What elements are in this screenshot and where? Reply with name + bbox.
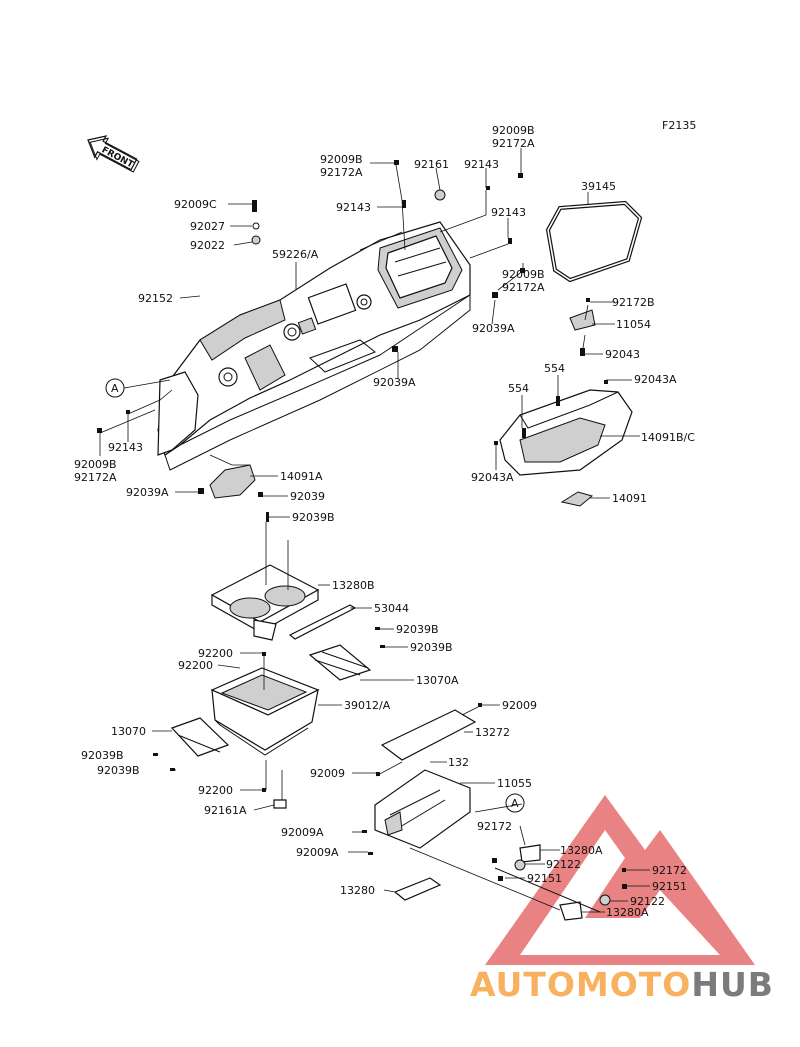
hinge-13280A [494, 844, 611, 921]
label-14091: 14091 [612, 492, 647, 505]
label-92039B-top: 92039B [292, 511, 335, 524]
label-92122-left: 92122 [546, 858, 581, 871]
label-92161A: 92161A [204, 804, 247, 817]
label-92039A-mid: 92039A [373, 376, 416, 389]
label-92043A-lower: 92043A [471, 471, 514, 484]
label-59226A: 59226/A [272, 248, 319, 261]
watermark-triangle [485, 795, 755, 965]
label-92022: 92022 [190, 239, 225, 252]
callout-a-lower: A [505, 793, 525, 813]
label-92143-top: 92143 [464, 158, 499, 171]
label-92039A-right: 92039A [472, 322, 515, 335]
label-92009B-right: 92009B [502, 268, 545, 281]
label-92143-left: 92143 [108, 441, 143, 454]
storage-box [210, 667, 320, 756]
label-92009-left: 92009 [310, 767, 345, 780]
label-13070A: 13070A [416, 674, 459, 687]
svg-text:AUTOMOTOHUB: AUTOMOTOHUB [470, 965, 774, 1004]
dashboard-panel [157, 221, 471, 499]
part-92161A [273, 799, 287, 809]
label-92151-left: 92151 [527, 872, 562, 885]
watermark-text-part2: HUB [691, 965, 774, 1004]
label-11054: 11054 [616, 318, 651, 331]
label-92039A-left: 92039A [126, 486, 169, 499]
watermark-logo [485, 795, 755, 965]
front-direction-arrow: FRONT [87, 135, 140, 173]
label-92039B-left-1: 92039B [81, 749, 124, 762]
label-92009B-top-left: 92009B [320, 153, 363, 166]
label-92009A-upper: 92009A [281, 826, 324, 839]
label-92151-right: 92151 [652, 880, 687, 893]
label-92172A-left: 92172A [74, 471, 117, 484]
label-92161: 92161 [414, 158, 449, 171]
label-92200-second: 92200 [178, 659, 213, 672]
label-92009-right: 92009 [502, 699, 537, 712]
label-92039B-left-2: 92039B [97, 764, 140, 777]
panel-13272 [380, 709, 477, 761]
label-92122-right: 92122 [630, 895, 665, 908]
glove-box [499, 309, 633, 507]
label-92200-lower: 92200 [198, 784, 233, 797]
label-13070: 13070 [111, 725, 146, 738]
assembly-dash-lines [99, 164, 589, 911]
frame-bracket [374, 769, 471, 849]
gasket-39145 [545, 200, 643, 283]
label-132: 132 [448, 756, 469, 769]
cup-holder-tray [210, 564, 320, 641]
label-92152: 92152 [138, 292, 173, 305]
label-92027: 92027 [190, 220, 225, 233]
label-92143-right: 92143 [491, 206, 526, 219]
label-554-lower: 554 [508, 382, 529, 395]
watermark-text: AUTOMOTOHUB [470, 965, 774, 1004]
label-39145: 39145 [581, 180, 616, 193]
label-92043A-upper: 92043A [634, 373, 677, 386]
label-13280: 13280 [340, 884, 375, 897]
label-14091A: 14091A [280, 470, 323, 483]
label-92009C: 92009C [174, 198, 217, 211]
callout-a-upper: A [105, 378, 125, 398]
label-13272: 13272 [475, 726, 510, 739]
label-92172-lower: 92172 [477, 820, 512, 833]
label-13280A-upper: 13280A [560, 844, 603, 857]
part-labels: 92009B 92172A 92009B 92172A 92161 92143 … [74, 124, 695, 919]
watermark-text-part1: AUTOMOTO [470, 965, 691, 1004]
bracket-13070A [308, 644, 372, 681]
label-92043: 92043 [605, 348, 640, 361]
label-92172B: 92172B [612, 296, 655, 309]
label-92039B-right-2: 92039B [410, 641, 453, 654]
label-13280B: 13280B [332, 579, 375, 592]
label-92172A-top-right: 92172A [492, 137, 535, 150]
label-11055: 11055 [497, 777, 532, 790]
label-53044: 53044 [374, 602, 409, 615]
label-554-upper: 554 [544, 362, 565, 375]
label-92039: 92039 [290, 490, 325, 503]
label-92200-upper: 92200 [198, 647, 233, 660]
label-39012A: 39012/A [344, 699, 391, 712]
label-14091BC: 14091B/C [641, 431, 695, 444]
pad-13280 [393, 877, 442, 901]
svg-text:A: A [511, 797, 519, 810]
label-92172A-top-left: 92172A [320, 166, 363, 179]
label-92172-right: 92172 [652, 864, 687, 877]
label-13280A-lower: 13280A [606, 906, 649, 919]
leader-lines [99, 148, 650, 913]
figure-code: F2135 [662, 119, 696, 132]
bracket-13070 [170, 717, 230, 757]
label-92009A-lower: 92009A [296, 846, 339, 859]
label-92143-mid: 92143 [336, 201, 371, 214]
label-92009B-top-right: 92009B [492, 124, 535, 137]
svg-text:A: A [111, 382, 119, 395]
label-92009B-left: 92009B [74, 458, 117, 471]
label-92039B-right-1: 92039B [396, 623, 439, 636]
label-92172A-right: 92172A [502, 281, 545, 294]
